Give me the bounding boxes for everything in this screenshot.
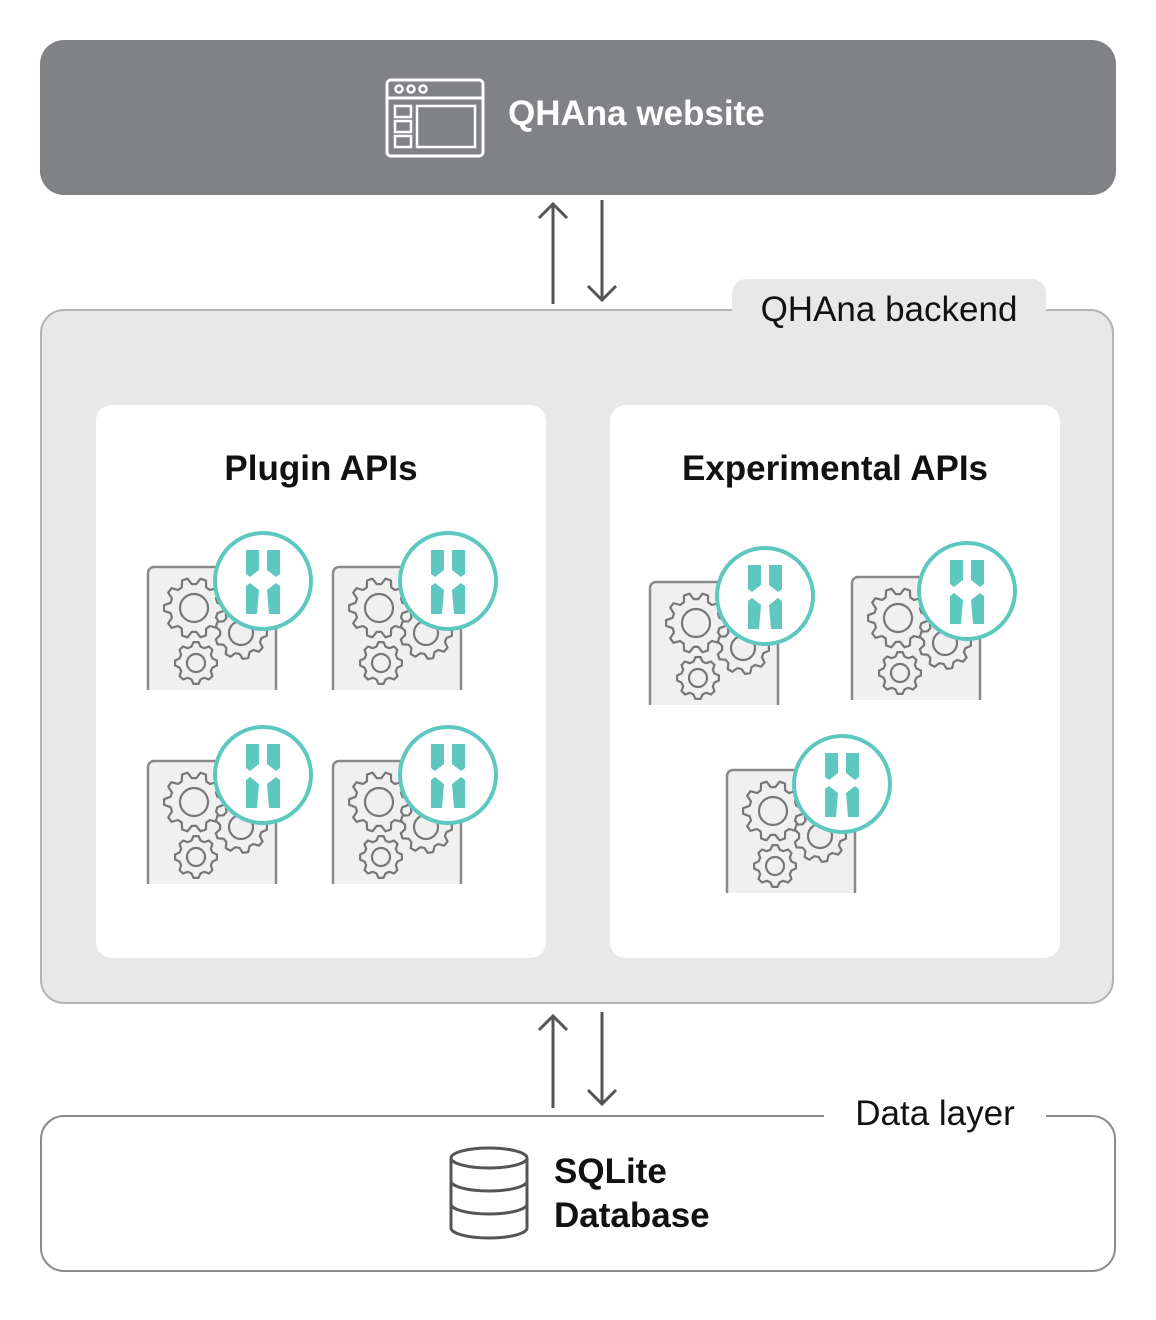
arrow-down-to-backend [584,198,624,306]
arrow-up-to-backend [535,1010,575,1110]
database-label: SQLite Database [554,1150,710,1238]
data-layer-container [40,1115,1116,1272]
data-layer-label: Data layer [855,1094,1015,1133]
browser-window-icon [385,78,485,158]
plugin-icon [146,724,316,884]
data-layer-label-gap [824,1105,1046,1125]
plugin-icon [331,530,501,690]
experimental-plugin-icon [725,733,895,893]
backend-tab-cover [732,282,1046,322]
database-label-line1: SQLite [554,1152,667,1191]
plugin-apis-title: Plugin APIs [224,449,418,488]
website-bar: QHAna website [40,40,1116,195]
plugin-icon [146,530,316,690]
arrow-up-to-website [535,198,575,306]
arrow-down-to-data-layer [584,1010,624,1110]
website-title: QHAna website [508,94,765,133]
database-icon [448,1146,530,1240]
plugin-icon [331,724,501,884]
experimental-plugin-icon [850,540,1020,700]
experimental-plugin-icon [648,545,818,705]
database-label-line2: Database [554,1196,710,1235]
experimental-apis-title: Experimental APIs [681,449,989,488]
backend-label: QHAna backend [760,290,1018,329]
